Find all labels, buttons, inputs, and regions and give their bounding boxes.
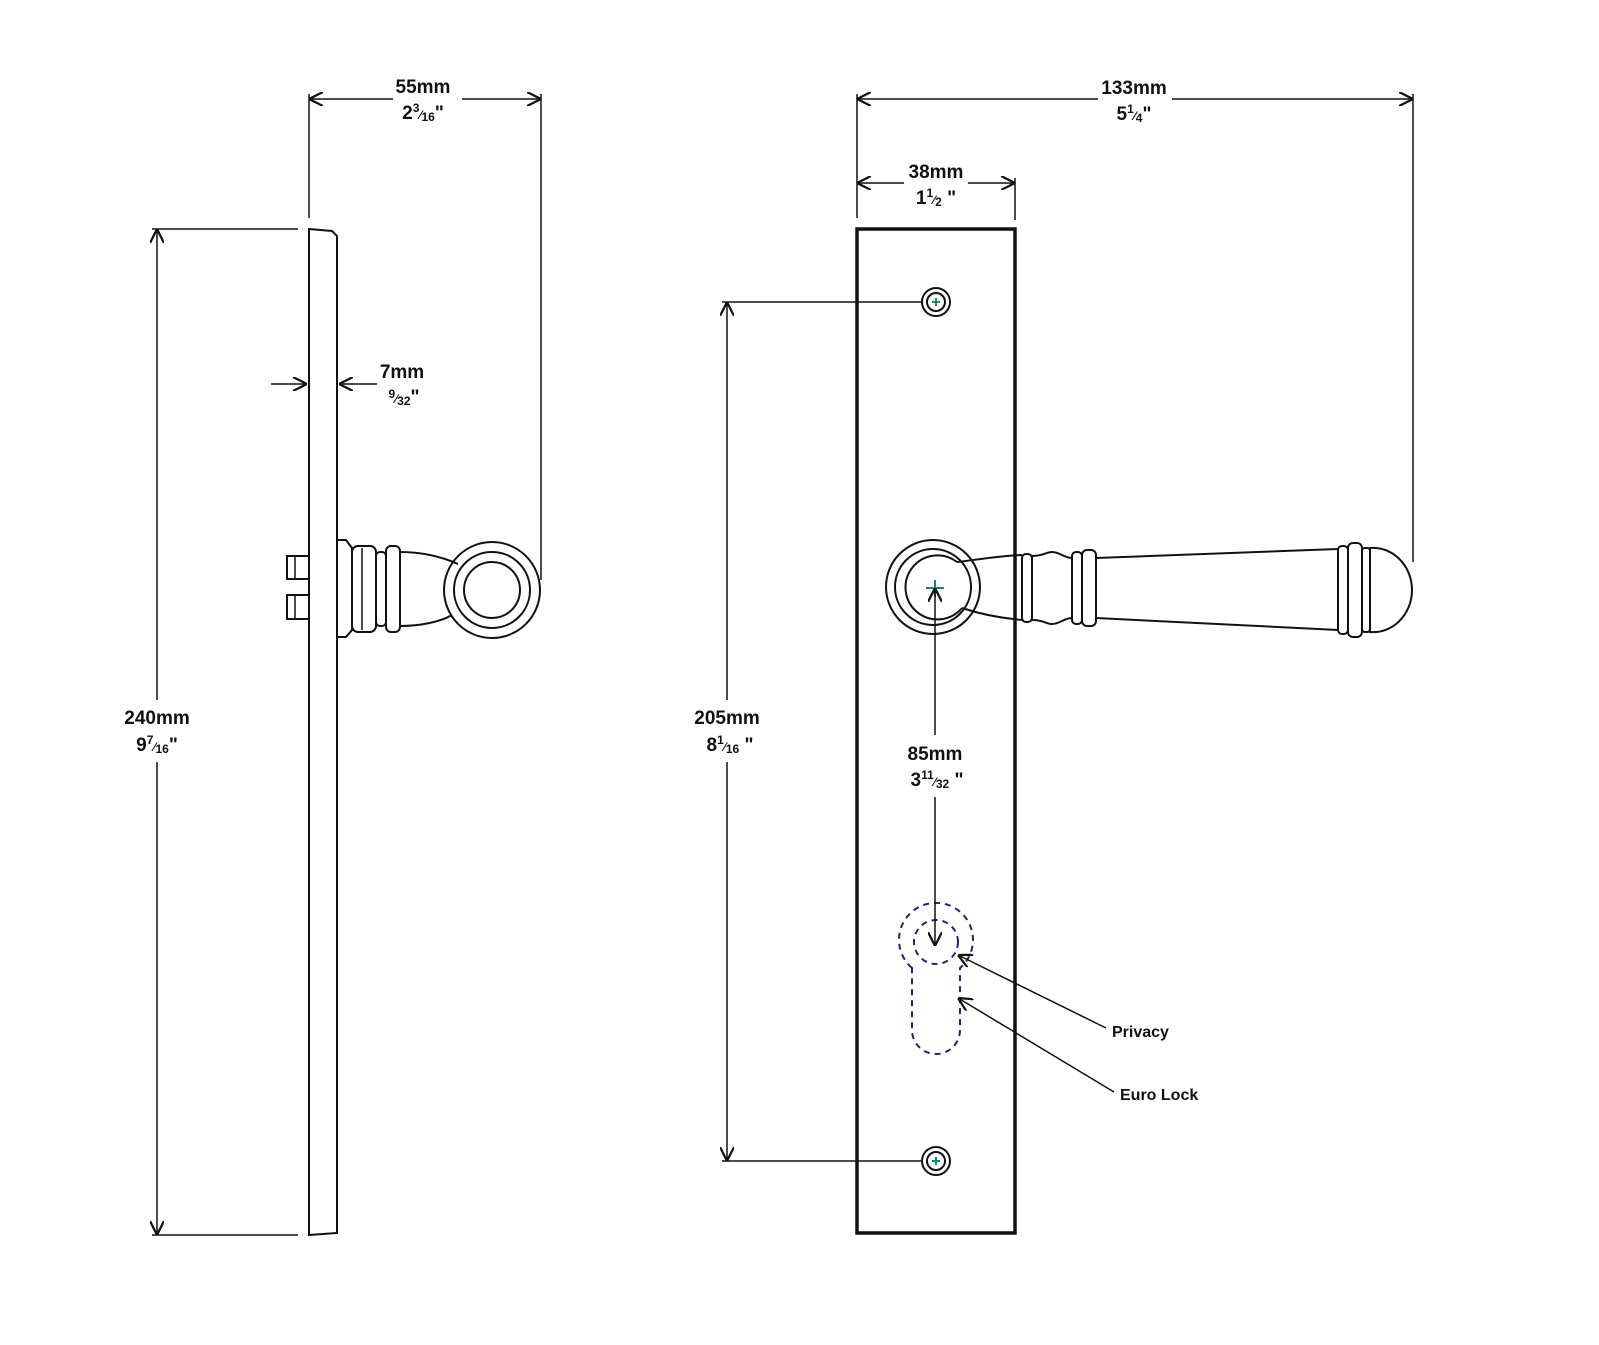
dim-plate-thickness-num: 9 (388, 387, 395, 401)
svg-text:23⁄16": 23⁄16" (402, 101, 444, 124)
side-lever-neck (399, 551, 459, 627)
front-rose (885, 539, 981, 635)
dim-plate-thickness-den: 32 (397, 394, 411, 408)
front-view: 133mm 51⁄4" 38mm 11⁄2 " 205mm 81⁄16 " (694, 78, 1414, 1235)
callout-privacy: Privacy (958, 955, 1169, 1041)
side-rose (337, 539, 401, 638)
top-screw (921, 287, 951, 317)
dim-plate-width-unit: " (942, 188, 956, 209)
dim-overall-length: 133mm 51⁄4" (856, 78, 1414, 562)
dim-side-depth: 55mm 23⁄16" (308, 77, 542, 580)
bottom-screw (921, 1146, 951, 1176)
dim-plate-thickness-mm: 7mm (380, 362, 424, 383)
callout-privacy-label: Privacy (1112, 1024, 1169, 1041)
dim-plate-width-whole: 1 (916, 188, 927, 209)
front-plate (855, 227, 1017, 1235)
side-spindle-studs (286, 555, 310, 620)
dim-plate-height: 240mm 97⁄16" (124, 228, 298, 1236)
side-lever-end (443, 541, 541, 639)
dim-screw-centers-mm: 205mm (694, 708, 760, 729)
dim-side-depth-num: 3 (413, 101, 420, 115)
dim-plate-height-den: 16 (155, 742, 169, 756)
dim-side-depth-whole: 2 (402, 103, 413, 124)
dim-plate-width-num: 1 (926, 186, 933, 200)
dim-plate-width-den: 2 (935, 195, 942, 209)
callout-euro-lock: Euro Lock (958, 998, 1198, 1104)
dim-overall-length-unit: " (1142, 104, 1151, 125)
dim-backset: 85mm 311⁄32 " (908, 588, 964, 946)
side-plate-outline (308, 227, 338, 1237)
dim-plate-height-whole: 9 (136, 735, 147, 756)
dim-overall-length-den: 4 (1136, 111, 1143, 125)
front-lever (956, 542, 1414, 638)
dim-backset-whole: 3 (911, 770, 922, 791)
dim-screw-centers: 205mm 81⁄16 " (694, 301, 922, 1162)
dim-overall-length-whole: 5 (1117, 104, 1128, 125)
svg-text:311⁄32 ": 311⁄32 " (911, 768, 964, 791)
dim-plate-thickness: 7mm 9⁄32" (271, 362, 424, 408)
dim-screw-centers-den: 16 (726, 742, 740, 756)
svg-text:97⁄16": 97⁄16" (136, 733, 178, 756)
dim-side-depth-den: 16 (421, 110, 435, 124)
dim-screw-centers-whole: 8 (707, 735, 718, 756)
dim-backset-den: 32 (936, 777, 950, 791)
dim-backset-unit: " (949, 770, 963, 791)
dim-plate-height-mm: 240mm (124, 708, 190, 729)
dim-screw-centers-num: 1 (717, 733, 724, 747)
svg-text:51⁄4": 51⁄4" (1117, 102, 1152, 125)
svg-text:81⁄16 ": 81⁄16 " (707, 733, 754, 756)
dim-side-depth-mm: 55mm (396, 77, 451, 98)
dim-plate-height-unit: " (169, 735, 178, 756)
dim-overall-length-mm: 133mm (1101, 78, 1167, 99)
svg-text:11⁄2 ": 11⁄2 " (916, 186, 956, 209)
dim-overall-length-num: 1 (1127, 102, 1134, 116)
dim-side-depth-unit: " (435, 103, 444, 124)
dim-plate-height-num: 7 (147, 733, 154, 747)
keyhole-outline (898, 901, 974, 1055)
side-view: 55mm 23⁄16" 7mm 9⁄32" 240mm 97⁄16" (124, 77, 542, 1237)
dim-plate-thickness-unit: " (411, 387, 420, 408)
dim-screw-centers-unit: " (739, 735, 753, 756)
dim-backset-mm: 85mm (908, 744, 963, 765)
dim-plate-width-mm: 38mm (909, 162, 964, 183)
svg-text:9⁄32": 9⁄32" (388, 387, 419, 408)
dim-backset-num: 11 (921, 768, 934, 782)
dim-plate-width: 38mm 11⁄2 " (857, 162, 1016, 220)
callout-euro-lock-label: Euro Lock (1120, 1087, 1198, 1104)
